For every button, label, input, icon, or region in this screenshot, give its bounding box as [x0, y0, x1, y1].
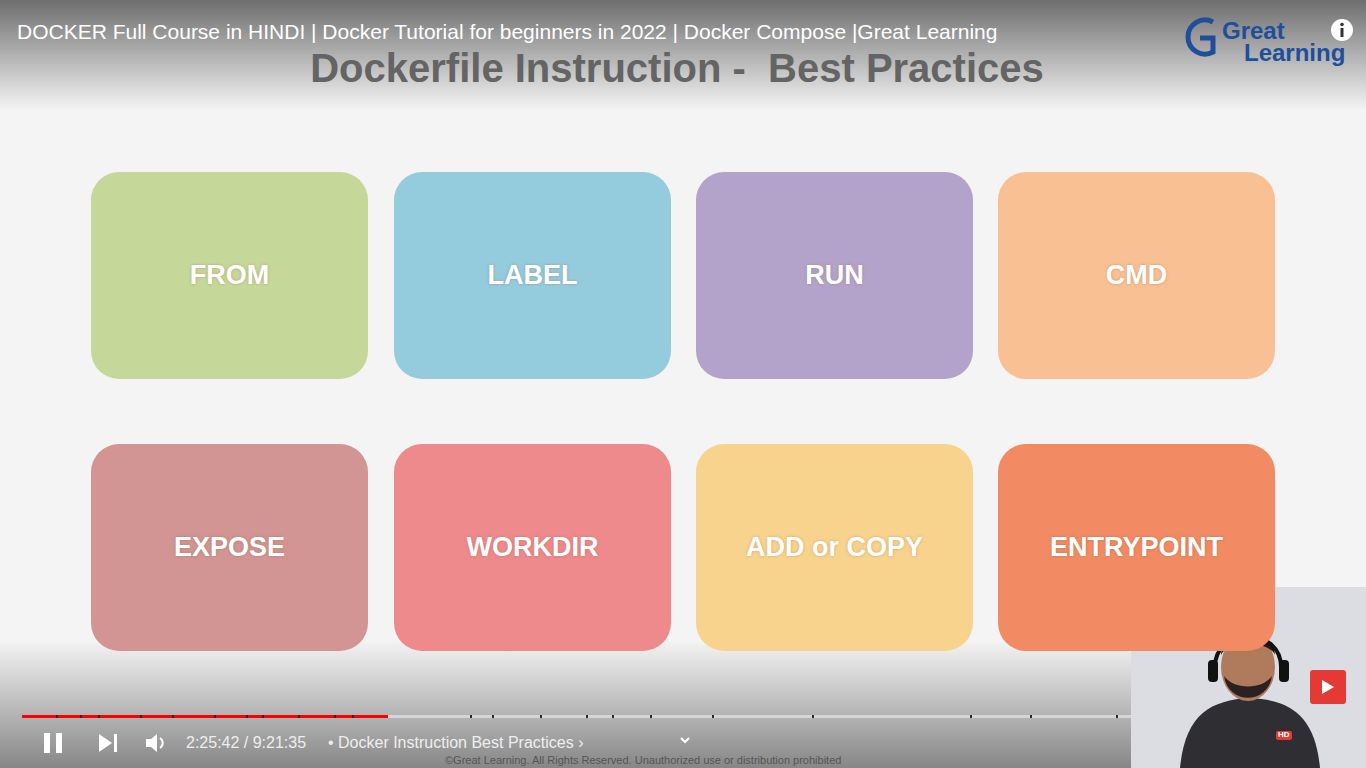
info-icon	[1340, 23, 1344, 27]
instruction-box: ENTRYPOINT	[998, 444, 1275, 651]
instruction-name: ENTRYPOINT	[1050, 532, 1223, 563]
chapter-gaps	[56, 715, 1118, 718]
instruction-name: LABEL	[488, 260, 578, 291]
instruction-name: FROM	[190, 260, 269, 291]
volume-icon	[146, 734, 157, 752]
headphones	[1208, 660, 1218, 682]
subscribe-button	[1310, 670, 1346, 704]
instruction-box: WORKDIR	[394, 444, 671, 651]
hd-badge: HD	[1276, 731, 1292, 740]
progress-played	[22, 715, 388, 718]
chapter-title: • Docker Instruction Best Practices ›	[328, 734, 583, 752]
instruction-name: RUN	[805, 260, 864, 291]
info-icon	[1341, 28, 1344, 37]
logo-mark	[1188, 20, 1213, 54]
next-icon	[114, 734, 117, 752]
presenter	[1224, 676, 1272, 698]
instruction-box: LABEL	[394, 172, 671, 379]
instruction-box: ADD or COPY	[696, 444, 973, 651]
instruction-box: EXPOSE	[91, 444, 368, 651]
instruction-name: CMD	[1106, 260, 1168, 291]
instruction-box: FROM	[91, 172, 368, 379]
chapter-chevron	[681, 738, 689, 742]
logo-text: Learning	[1244, 40, 1345, 66]
top-shade	[0, 0, 1366, 110]
pause-icon	[56, 733, 62, 753]
instruction-name: EXPOSE	[174, 532, 285, 563]
instruction-box: CMD	[998, 172, 1275, 379]
instruction-box: RUN	[696, 172, 973, 379]
info-icon	[1331, 19, 1353, 41]
volume-icon	[160, 738, 163, 748]
instruction-name: ADD or COPY	[746, 532, 923, 563]
presenter	[1180, 698, 1320, 768]
headphones	[1279, 660, 1289, 682]
instruction-name: WORKDIR	[467, 532, 599, 563]
time-display: 2:25:42 / 9:21:35	[186, 734, 306, 752]
copyright-note: ©Great Learning. All Rights Reserved. Un…	[445, 754, 841, 766]
slide-title: Dockerfile Instruction - Best Practices	[310, 46, 1044, 91]
pause-icon	[44, 733, 50, 753]
subscribe-button	[1322, 680, 1334, 694]
next-icon	[99, 734, 112, 752]
video-title: DOCKER Full Course in HINDI | Docker Tut…	[17, 20, 997, 43]
